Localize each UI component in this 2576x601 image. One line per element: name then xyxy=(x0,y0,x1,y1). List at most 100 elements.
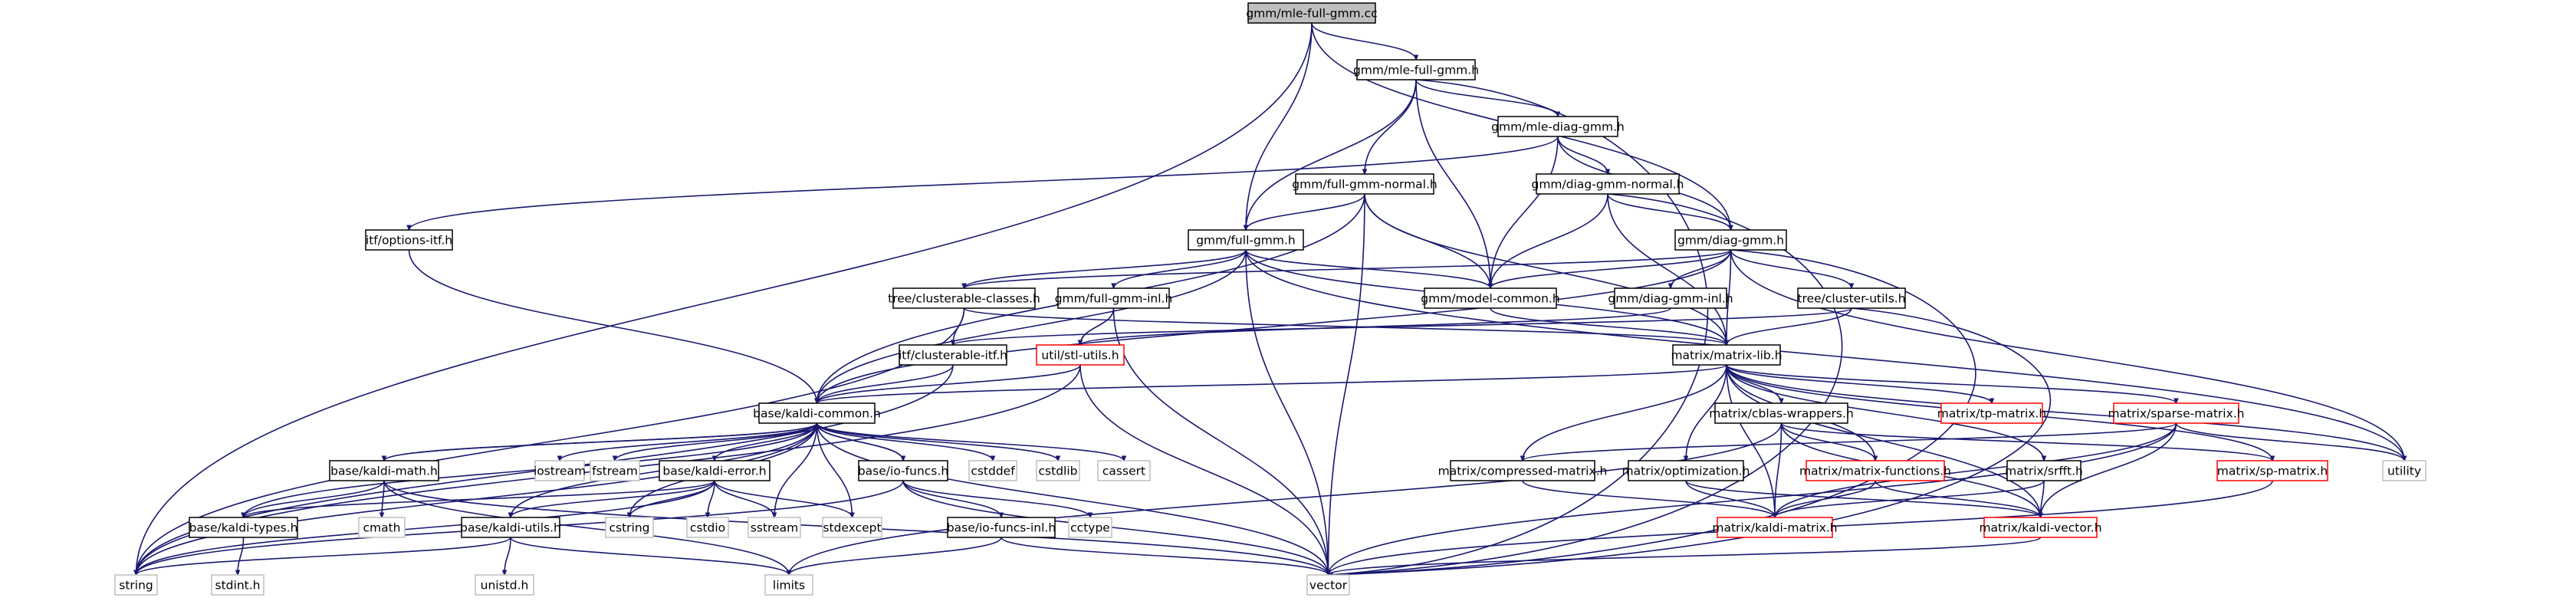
edge-gmm-diag-gmm-normal-h-to-vector xyxy=(1329,193,1843,575)
node-base-kaldi-math-h[interactable]: base/kaldi-math.h xyxy=(329,460,439,481)
node-gmm-mle-full-gmm-cc[interactable]: gmm/mle-full-gmm.cc xyxy=(1246,2,1378,24)
node-box xyxy=(358,517,406,538)
edge-gmm-full-gmm-inl-h-to-vector xyxy=(1112,307,1329,575)
node-box xyxy=(659,460,770,481)
node-base-kaldi-common-h[interactable]: base/kaldi-common.h xyxy=(753,402,881,424)
edge-gmm-full-gmm-normal-h-to-gmm-full-gmm-h xyxy=(1246,193,1365,230)
edge-gmm-full-gmm-h-to-tree-clusterable-classes-h xyxy=(964,249,1247,288)
node-matrix-kaldi-matrix-h: matrix/kaldi-matrix.h xyxy=(1712,517,1838,538)
node-gmm-full-gmm-h[interactable]: gmm/full-gmm.h xyxy=(1188,229,1304,251)
node-label: matrix/matrix-functions.h xyxy=(1799,465,1951,478)
node-sstream: sstream xyxy=(748,517,801,538)
node-cctype: cctype xyxy=(1068,517,1112,538)
node-label: gmm/full-gmm.h xyxy=(1196,234,1296,248)
node-box xyxy=(329,460,439,481)
node-label: base/kaldi-error.h xyxy=(662,465,766,478)
edge-itf-clusterable-itf-h-to-base-kaldi-common-h xyxy=(817,364,954,403)
edge-gmm-mle-full-gmm-cc-to-string xyxy=(136,22,1313,575)
edge-gmm-model-common-h-to-matrix-matrix-lib-h xyxy=(1490,307,1727,345)
node-box xyxy=(1424,287,1557,309)
node-label: cstdlib xyxy=(1039,465,1078,478)
edge-matrix-srfft-h-to-matrix-kaldi-matrix-h xyxy=(1775,480,2045,517)
node-stdint-h: stdint.h xyxy=(211,574,264,596)
edge-base-kaldi-types-h-to-stdint-h xyxy=(238,537,245,575)
node-tree-clusterable-classes-h[interactable]: tree/clusterable-classes.h xyxy=(888,287,1040,309)
edge-matrix-matrix-lib-h-to-matrix-tp-matrix-h xyxy=(1726,364,1992,403)
node-label: fstream xyxy=(592,465,638,478)
node-itf-clusterable-itf-h[interactable]: itf/clusterable-itf.h xyxy=(899,344,1007,366)
node-matrix-optimization-h[interactable]: matrix/optimization.h xyxy=(1622,460,1750,481)
node-gmm-model-common-h[interactable]: gmm/model-common.h xyxy=(1421,287,1560,309)
node-box xyxy=(858,460,948,481)
edge-base-io-funcs-inl-h-to-limits xyxy=(789,537,1002,575)
edge-base-kaldi-common-h-to-stdexcept xyxy=(816,422,853,517)
edge-gmm-mle-diag-gmm-h-to-gmm-diag-gmm-normal-h xyxy=(1557,136,1608,174)
node-box xyxy=(1057,287,1170,309)
edge-matrix-matrix-functions-h-to-matrix-kaldi-vector-h xyxy=(1875,480,2041,517)
node-base-kaldi-types-h[interactable]: base/kaldi-types.h xyxy=(189,517,298,538)
node-matrix-tp-matrix-h: matrix/tp-matrix.h xyxy=(1937,402,2047,424)
node-box xyxy=(1356,59,1476,80)
node-label: iostream xyxy=(534,465,586,478)
edge-tree-cluster-utils-h-to-itf-clusterable-itf-h xyxy=(953,307,1852,345)
node-label: string xyxy=(119,579,153,593)
edge-base-kaldi-error-h-to-string xyxy=(136,480,715,575)
edge-base-kaldi-common-h-to-base-kaldi-error-h xyxy=(715,422,818,461)
edge-base-kaldi-common-h-to-cassert xyxy=(816,422,1125,461)
node-box xyxy=(475,574,534,596)
edge-util-stl-utils-h-to-vector xyxy=(1079,364,1329,575)
dependency-edges xyxy=(136,22,2405,575)
node-gmm-mle-full-gmm-h[interactable]: gmm/mle-full-gmm.h xyxy=(1353,59,1479,80)
node-box xyxy=(1306,574,1350,596)
edge-gmm-mle-full-gmm-h-to-gmm-model-common-h xyxy=(1415,79,1490,288)
edge-itf-options-itf-h-to-base-kaldi-common-h xyxy=(408,249,817,403)
node-box xyxy=(211,574,264,596)
node-base-io-funcs-h[interactable]: base/io-funcs.h xyxy=(858,460,948,481)
edge-base-io-funcs-h-to-cctype xyxy=(902,480,1090,517)
node-fstream: fstream xyxy=(590,460,640,481)
node-matrix-matrix-lib-h[interactable]: matrix/matrix-lib.h xyxy=(1671,344,1783,366)
node-gmm-full-gmm-inl-h[interactable]: gmm/full-gmm-inl.h xyxy=(1055,287,1173,309)
node-label: matrix/tp-matrix.h xyxy=(1937,407,2047,421)
node-box xyxy=(1247,2,1376,24)
node-cmath: cmath xyxy=(358,517,406,538)
node-gmm-diag-gmm-inl-h[interactable]: gmm/diag-gmm-inl.h xyxy=(1608,287,1733,309)
node-itf-options-itf-h[interactable]: itf/options-itf.h xyxy=(365,229,453,251)
node-gmm-diag-gmm-h[interactable]: gmm/diag-gmm.h xyxy=(1674,229,1787,251)
node-label: base/kaldi-utils.h xyxy=(460,521,561,535)
node-base-io-funcs-inl-h[interactable]: base/io-funcs-inl.h xyxy=(947,517,1056,538)
node-box xyxy=(365,229,453,251)
node-label: cstddef xyxy=(971,465,1015,478)
node-label: base/io-funcs.h xyxy=(858,465,948,478)
edge-gmm-full-gmm-normal-h-to-matrix-matrix-lib-h xyxy=(1364,193,1727,345)
node-gmm-diag-gmm-normal-h[interactable]: gmm/diag-gmm-normal.h xyxy=(1531,173,1684,195)
node-matrix-srfft-h[interactable]: matrix/srfft.h xyxy=(2005,460,2083,481)
node-gmm-mle-diag-gmm-h[interactable]: gmm/mle-diag-gmm.h xyxy=(1491,116,1625,137)
node-box xyxy=(899,344,1007,366)
edge-gmm-full-gmm-h-to-gmm-full-gmm-inl-h xyxy=(1114,249,1247,288)
edge-base-kaldi-math-h-to-base-kaldi-types-h xyxy=(244,480,385,517)
edge-gmm-diag-gmm-h-to-utility xyxy=(1730,249,2405,461)
node-label: tree/clusterable-classes.h xyxy=(888,292,1040,306)
edge-matrix-matrix-lib-h-to-matrix-sparse-matrix-h xyxy=(1726,364,2177,403)
edge-gmm-mle-full-gmm-h-to-gmm-mle-diag-gmm-h xyxy=(1415,79,1558,117)
node-gmm-full-gmm-normal-h[interactable]: gmm/full-gmm-normal.h xyxy=(1292,173,1438,195)
node-base-kaldi-error-h[interactable]: base/kaldi-error.h xyxy=(659,460,770,481)
node-util-stl-utils-h: util/stl-utils.h xyxy=(1036,344,1125,366)
node-matrix-compressed-matrix-h[interactable]: matrix/compressed-matrix.h xyxy=(1438,460,1608,481)
edge-matrix-sparse-matrix-h-to-matrix-compressed-matrix-h xyxy=(1523,422,2177,461)
node-box xyxy=(2113,402,2239,424)
node-box xyxy=(1674,229,1787,251)
node-vector: vector xyxy=(1306,574,1350,596)
edge-gmm-full-gmm-inl-h-to-util-stl-utils-h xyxy=(1080,307,1115,345)
node-label: matrix/optimization.h xyxy=(1622,465,1750,478)
edge-tree-clusterable-classes-h-to-matrix-matrix-lib-h xyxy=(963,307,1727,345)
edge-base-kaldi-error-h-to-cstring xyxy=(629,480,715,517)
node-label: matrix/kaldi-matrix.h xyxy=(1712,521,1837,535)
node-label: base/kaldi-math.h xyxy=(330,465,438,478)
edge-base-kaldi-common-h-to-sstream xyxy=(774,422,818,517)
node-matrix-cblas-wrappers-h[interactable]: matrix/cblas-wrappers.h xyxy=(1709,402,1854,424)
node-tree-cluster-utils-h[interactable]: tree/cluster-utils.h xyxy=(1797,287,1906,309)
edge-gmm-full-gmm-h-to-vector xyxy=(1245,249,1329,575)
node-base-kaldi-utils-h[interactable]: base/kaldi-utils.h xyxy=(460,517,561,538)
